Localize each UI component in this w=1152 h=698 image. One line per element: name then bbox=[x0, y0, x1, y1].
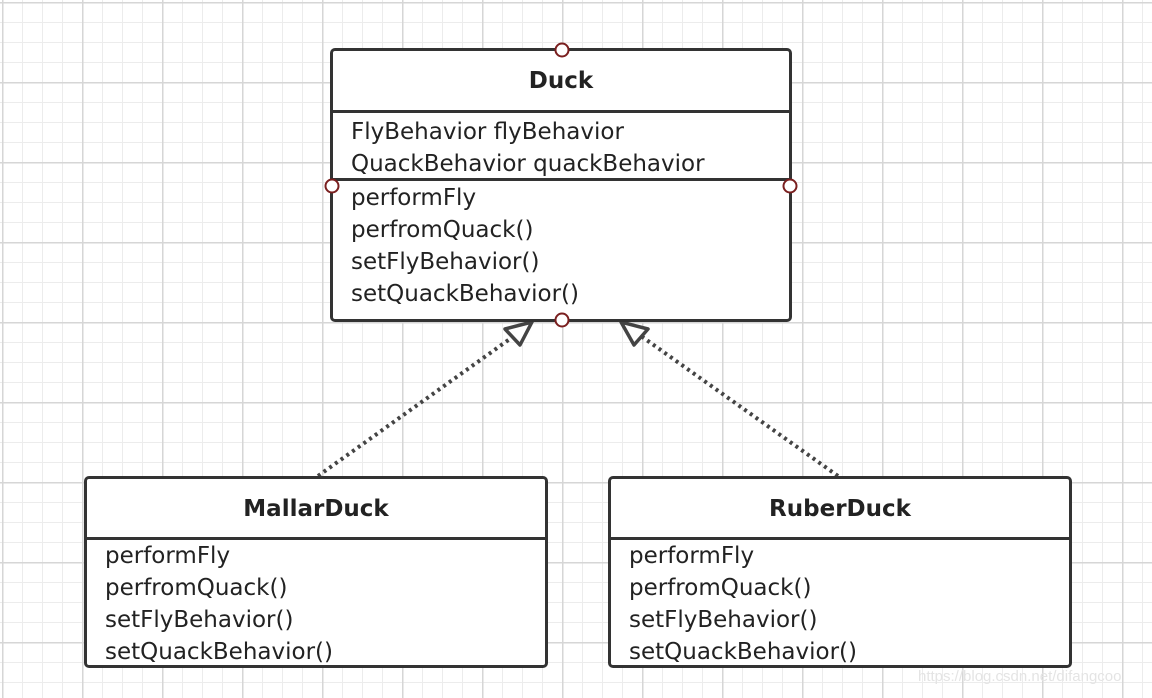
mallarduck-method-item: setQuackBehavior() bbox=[105, 639, 333, 665]
ruberduck-class-name: RuberDuck bbox=[611, 479, 1069, 540]
duck-method-item: perfromQuack() bbox=[351, 217, 534, 243]
duck-class-name: Duck bbox=[333, 51, 789, 113]
duck-class-box[interactable]: Duck FlyBehavior flyBehavior QuackBehavi… bbox=[330, 48, 792, 322]
duck-method-item: setQuackBehavior() bbox=[351, 281, 579, 307]
mallarduck-class-box[interactable]: MallarDuck performFly perfromQuack() set… bbox=[84, 476, 548, 668]
ruberduck-to-duck-realization-line[interactable] bbox=[639, 334, 840, 478]
ruberduck-to-duck-arrowhead-icon bbox=[619, 320, 650, 347]
mallarduck-methods-section: performFly perfromQuack() setFlyBehavior… bbox=[87, 540, 545, 668]
mallarduck-to-duck-arrowhead-icon bbox=[503, 320, 534, 347]
watermark-text: https://blog.csdn.net/difangcoo bbox=[918, 668, 1122, 685]
ruberduck-method-item: setQuackBehavior() bbox=[629, 639, 857, 665]
ruberduck-method-item: performFly bbox=[629, 543, 755, 569]
duck-method-item: performFly bbox=[351, 185, 477, 211]
ruberduck-class-box[interactable]: RuberDuck performFly perfromQuack() setF… bbox=[608, 476, 1072, 668]
mallarduck-class-name: MallarDuck bbox=[87, 479, 545, 540]
mallarduck-method-item: performFly bbox=[105, 543, 231, 569]
mallarduck-method-item: setFlyBehavior() bbox=[105, 607, 294, 633]
duck-top-connection-handle[interactable] bbox=[554, 42, 570, 58]
duck-method-item: setFlyBehavior() bbox=[351, 249, 540, 275]
mallarduck-method-item: perfromQuack() bbox=[105, 575, 288, 601]
duck-left-connection-handle[interactable] bbox=[324, 178, 340, 194]
ruberduck-method-item: setFlyBehavior() bbox=[629, 607, 818, 633]
mallarduck-to-duck-realization-line[interactable] bbox=[316, 334, 516, 478]
ruberduck-method-item: perfromQuack() bbox=[629, 575, 812, 601]
duck-attributes-section: FlyBehavior flyBehavior QuackBehavior qu… bbox=[333, 113, 789, 181]
duck-right-connection-handle[interactable] bbox=[782, 178, 798, 194]
duck-attribute-item: FlyBehavior flyBehavior bbox=[351, 119, 624, 145]
ruberduck-methods-section: performFly perfromQuack() setFlyBehavior… bbox=[611, 540, 1069, 668]
duck-methods-section: performFly perfromQuack() setFlyBehavior… bbox=[333, 181, 789, 310]
duck-attribute-item: QuackBehavior quackBehavior bbox=[351, 151, 705, 177]
duck-bottom-connection-handle[interactable] bbox=[554, 312, 570, 328]
